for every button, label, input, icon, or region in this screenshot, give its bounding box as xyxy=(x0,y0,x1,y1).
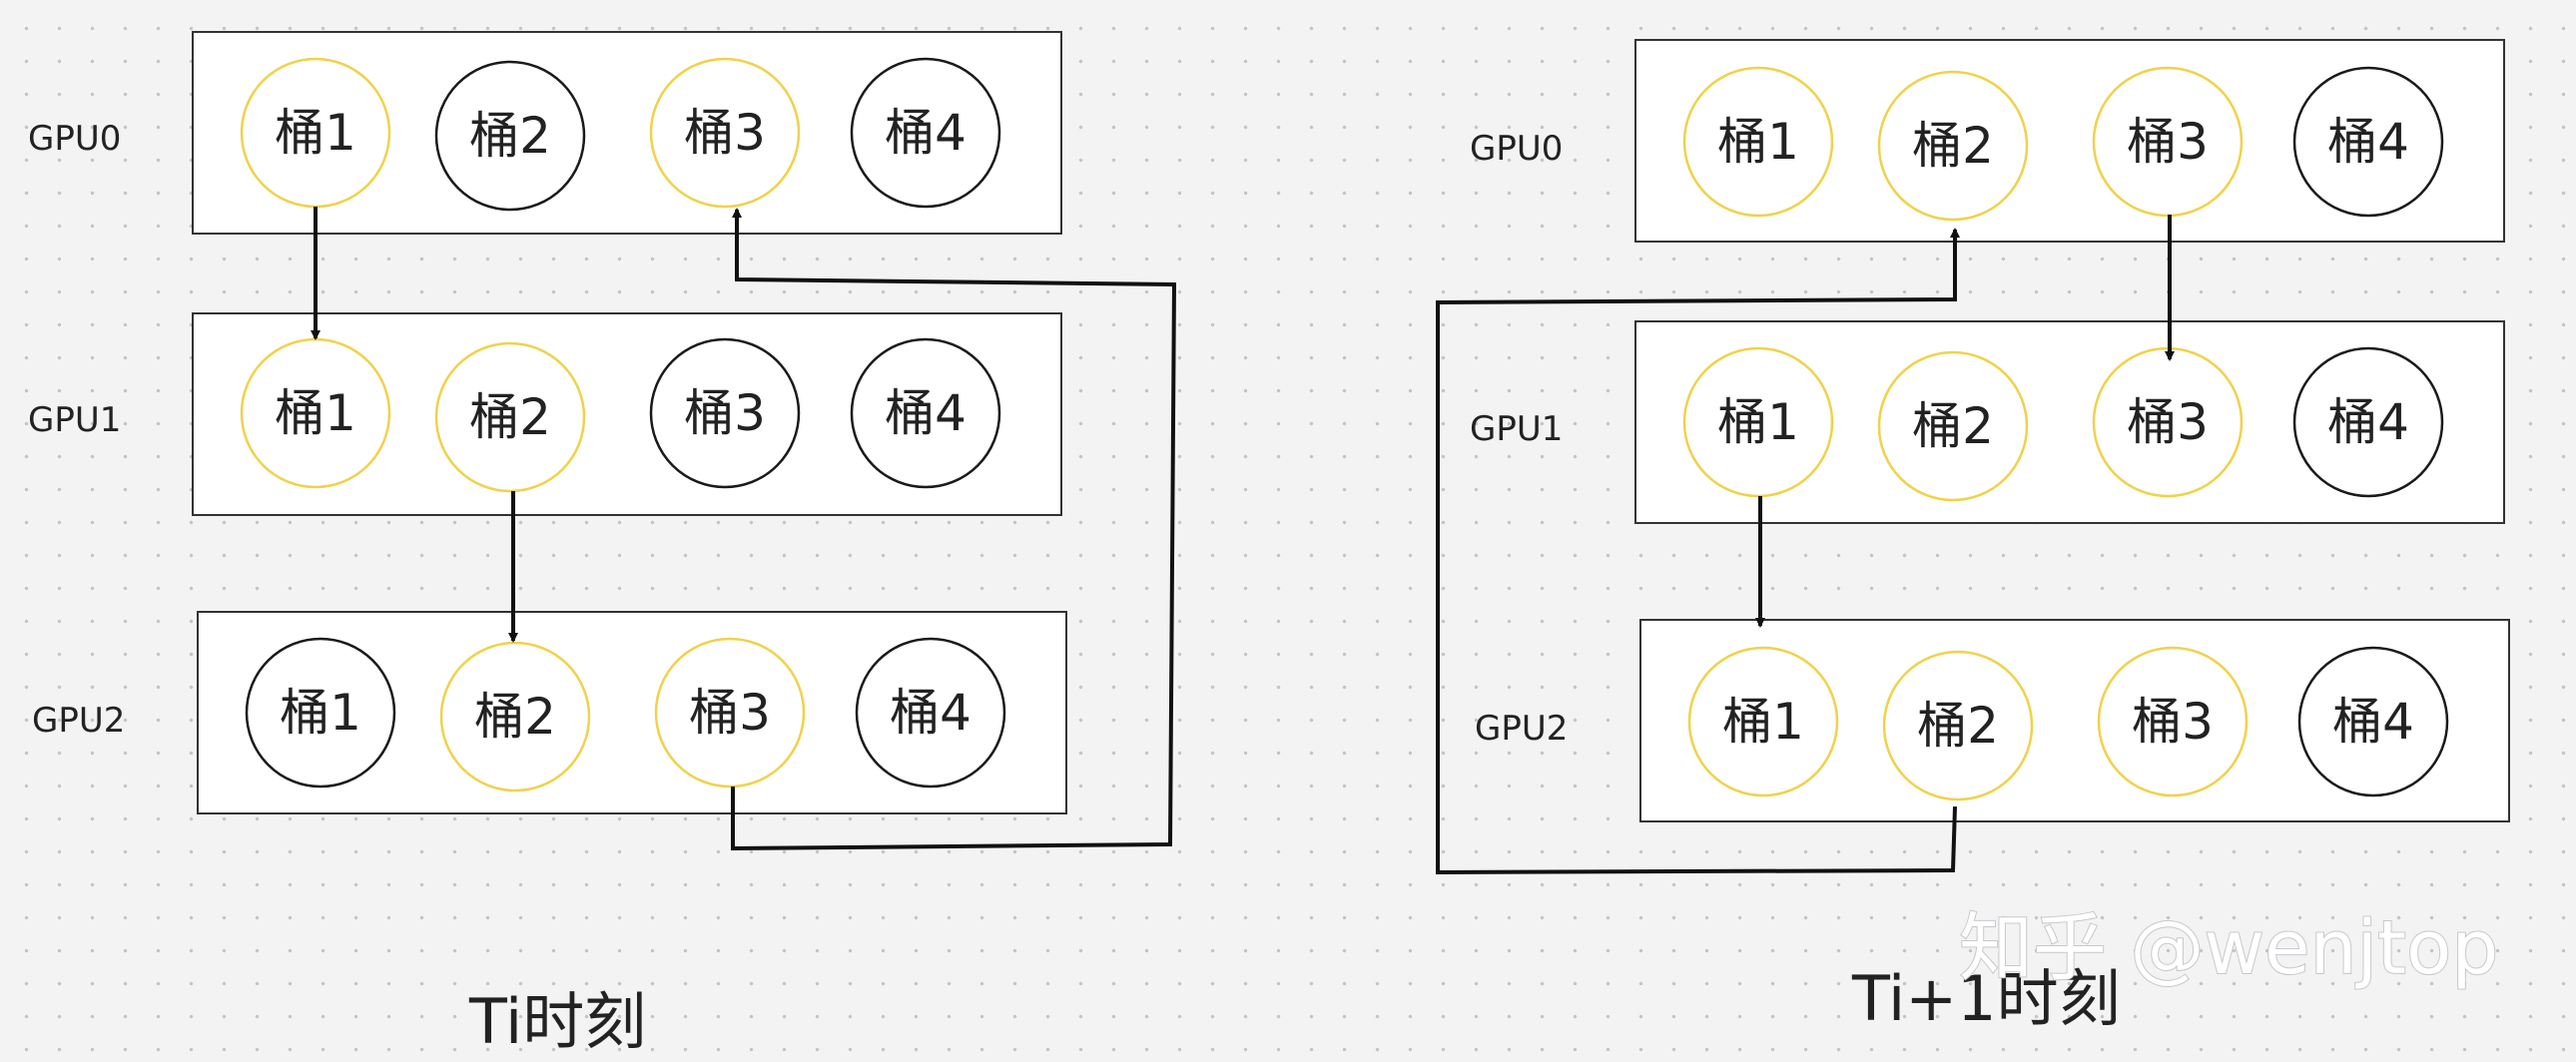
bucket-label: 桶4 xyxy=(2332,693,2414,751)
bucket: 桶4 xyxy=(2292,66,2444,218)
bucket: 桶1 xyxy=(1687,646,1839,797)
bucket-label: 桶4 xyxy=(2327,113,2409,171)
bucket-label: 桶3 xyxy=(2127,393,2209,451)
bucket: 桶1 xyxy=(1682,66,1834,218)
transfer-arrow xyxy=(1436,228,1960,875)
bucket-label: 桶3 xyxy=(689,684,771,742)
bucket: 桶3 xyxy=(649,57,801,209)
bucket-circle xyxy=(649,57,801,209)
bucket: 桶2 xyxy=(434,60,586,212)
bucket-circle xyxy=(434,341,586,493)
bucket: 桶2 xyxy=(1877,70,2029,222)
gpu-row: GPU0 桶1 桶2 桶3 桶4 xyxy=(1470,39,2505,243)
bucket-label: 桶4 xyxy=(885,104,966,162)
gpu-label: GPU2 xyxy=(1475,709,1568,749)
gpu-row: GPU2 桶1 桶2 桶3 桶4 xyxy=(1475,619,2510,822)
bucket-circle xyxy=(2297,646,2449,797)
bucket: 桶1 xyxy=(1682,346,1834,498)
bucket: 桶3 xyxy=(649,337,801,489)
gpu-label: GPU0 xyxy=(28,119,121,159)
bucket-label: 桶1 xyxy=(1717,393,1799,451)
bucket-label: 桶1 xyxy=(1722,693,1804,751)
bucket-label: 桶1 xyxy=(1717,113,1799,171)
bucket: 桶3 xyxy=(654,637,806,789)
bucket-label: 桶3 xyxy=(2132,693,2214,751)
bucket-circle xyxy=(1682,66,1834,218)
gpu-row: GPU0 桶1 桶2 桶3 桶4 xyxy=(28,31,1062,235)
transfer-arrow xyxy=(731,208,1177,851)
bucket-circle xyxy=(654,637,806,789)
bucket-label: 桶4 xyxy=(2327,393,2409,451)
gpu-row: GPU1 桶1 桶2 桶3 桶4 xyxy=(28,312,1062,516)
bucket-circle xyxy=(1882,650,2034,801)
bucket-circle xyxy=(434,60,586,212)
bucket-label: 桶2 xyxy=(1912,397,1994,455)
bucket-label: 桶4 xyxy=(885,384,966,442)
bucket-label: 桶2 xyxy=(469,388,551,446)
bucket-label: 桶3 xyxy=(684,384,766,442)
bucket-circle xyxy=(1687,646,1839,797)
gpu-label: GPU2 xyxy=(32,701,125,741)
bucket-label: 桶3 xyxy=(684,104,766,162)
bucket-circle xyxy=(855,637,1006,789)
bucket: 桶3 xyxy=(2092,66,2244,218)
bucket: 桶4 xyxy=(850,337,1001,489)
panel-ti-plus-1: GPU0 桶1 桶2 桶3 桶4 GPU1 桶1 xyxy=(1436,39,2510,1035)
bucket: 桶4 xyxy=(2292,346,2444,498)
gpu-label: GPU0 xyxy=(1470,129,1563,169)
bucket-circle xyxy=(2097,646,2249,797)
bucket-label: 桶3 xyxy=(2127,113,2209,171)
bucket-circle xyxy=(1877,70,2029,222)
gpu-row: GPU2 桶1 桶2 桶3 桶4 xyxy=(32,611,1067,814)
bucket: 桶1 xyxy=(240,57,391,209)
bucket-label: 桶2 xyxy=(1912,117,1994,175)
caption-ti: Ti时刻 xyxy=(468,985,646,1058)
bucket: 桶2 xyxy=(439,641,591,793)
bucket: 桶4 xyxy=(855,637,1006,789)
bucket-circle xyxy=(649,337,801,489)
bucket-circle xyxy=(1877,350,2029,502)
panel-ti: GPU0 桶1 桶2 桶3 桶4 GPU1 桶1 xyxy=(28,31,1177,1058)
bucket: 桶1 xyxy=(240,337,391,489)
gpu-row: GPU1 桶1 桶2 桶3 桶4 xyxy=(1470,320,2505,524)
bucket-circle xyxy=(850,57,1001,209)
bucket-label: 桶1 xyxy=(275,104,356,162)
bucket-label: 桶2 xyxy=(474,688,556,746)
bucket: 桶2 xyxy=(434,341,586,493)
bucket: 桶3 xyxy=(2092,346,2244,498)
gpu-label: GPU1 xyxy=(1470,409,1563,449)
bucket: 桶4 xyxy=(2297,646,2449,797)
watermark: 知乎 @wenjtop xyxy=(1959,905,2498,991)
bucket: 桶4 xyxy=(850,57,1001,209)
bucket-label: 桶4 xyxy=(890,684,971,742)
bucket: 桶2 xyxy=(1882,650,2034,801)
bucket-circle xyxy=(439,641,591,793)
bucket-circle xyxy=(850,337,1001,489)
bucket: 桶3 xyxy=(2097,646,2249,797)
caption-ti-plus-1: Ti+1时刻 xyxy=(1851,962,2121,1035)
bucket-label: 桶2 xyxy=(1917,697,1999,755)
bucket-circle xyxy=(2292,346,2444,498)
bucket-label: 桶2 xyxy=(469,107,551,165)
gpu-label: GPU1 xyxy=(28,400,121,440)
bucket-label: 桶1 xyxy=(275,384,356,442)
bucket: 桶1 xyxy=(245,637,396,789)
bucket-circle xyxy=(245,637,396,789)
bucket: 桶2 xyxy=(1877,350,2029,502)
bucket-circle xyxy=(2292,66,2444,218)
bucket-label: 桶1 xyxy=(280,684,361,742)
